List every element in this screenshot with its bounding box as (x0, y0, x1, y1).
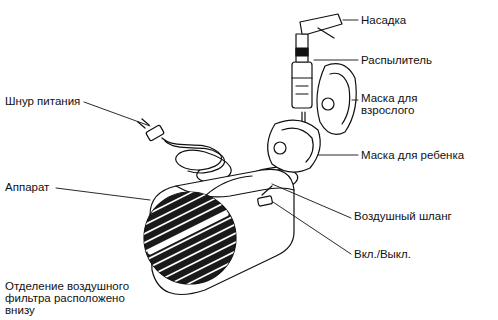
filter-slot (150, 214, 226, 252)
part-label: Насадка (361, 14, 491, 26)
adult-mask-port (322, 98, 334, 110)
note-label: Отделение воздушного фильтра расположено… (5, 280, 145, 316)
device-handle (205, 176, 252, 196)
power-switch (257, 196, 272, 207)
hatch-stroke (130, 190, 250, 250)
mouthpiece (300, 14, 342, 34)
filter-hatching (130, 154, 250, 320)
part-label: Аппарат (5, 181, 85, 193)
leader-lines (56, 20, 358, 254)
hatch-stroke (130, 226, 250, 286)
power-plug (138, 119, 164, 141)
hatch-stroke (130, 154, 250, 214)
part-label: Воздушный шланг (354, 210, 492, 222)
hatch-stroke (130, 262, 250, 320)
power-cord (162, 138, 231, 182)
part-label: Распылитель (361, 54, 491, 66)
hose-port (262, 186, 272, 195)
hatch-stroke (130, 163, 250, 223)
part-label: Вкл./Выкл. (354, 248, 492, 260)
mouthpiece (318, 28, 334, 38)
hatch-stroke (130, 253, 250, 313)
hatch-stroke (130, 172, 250, 232)
nebulizer (292, 34, 312, 108)
hatch-stroke (130, 235, 250, 295)
hatch-stroke (130, 199, 250, 259)
part-label: Маска для взрослого (361, 92, 433, 116)
child-mask (282, 128, 313, 162)
adult-mask (317, 64, 356, 135)
part-label: Маска для ребенка (361, 149, 493, 161)
hatch-stroke (130, 208, 250, 268)
child-mask (268, 120, 321, 172)
hatch-stroke (130, 217, 250, 277)
part-label: Шнур питания (5, 95, 95, 107)
child-mask-port (274, 142, 286, 154)
adult-mask (330, 73, 350, 124)
power-cord (165, 141, 225, 173)
